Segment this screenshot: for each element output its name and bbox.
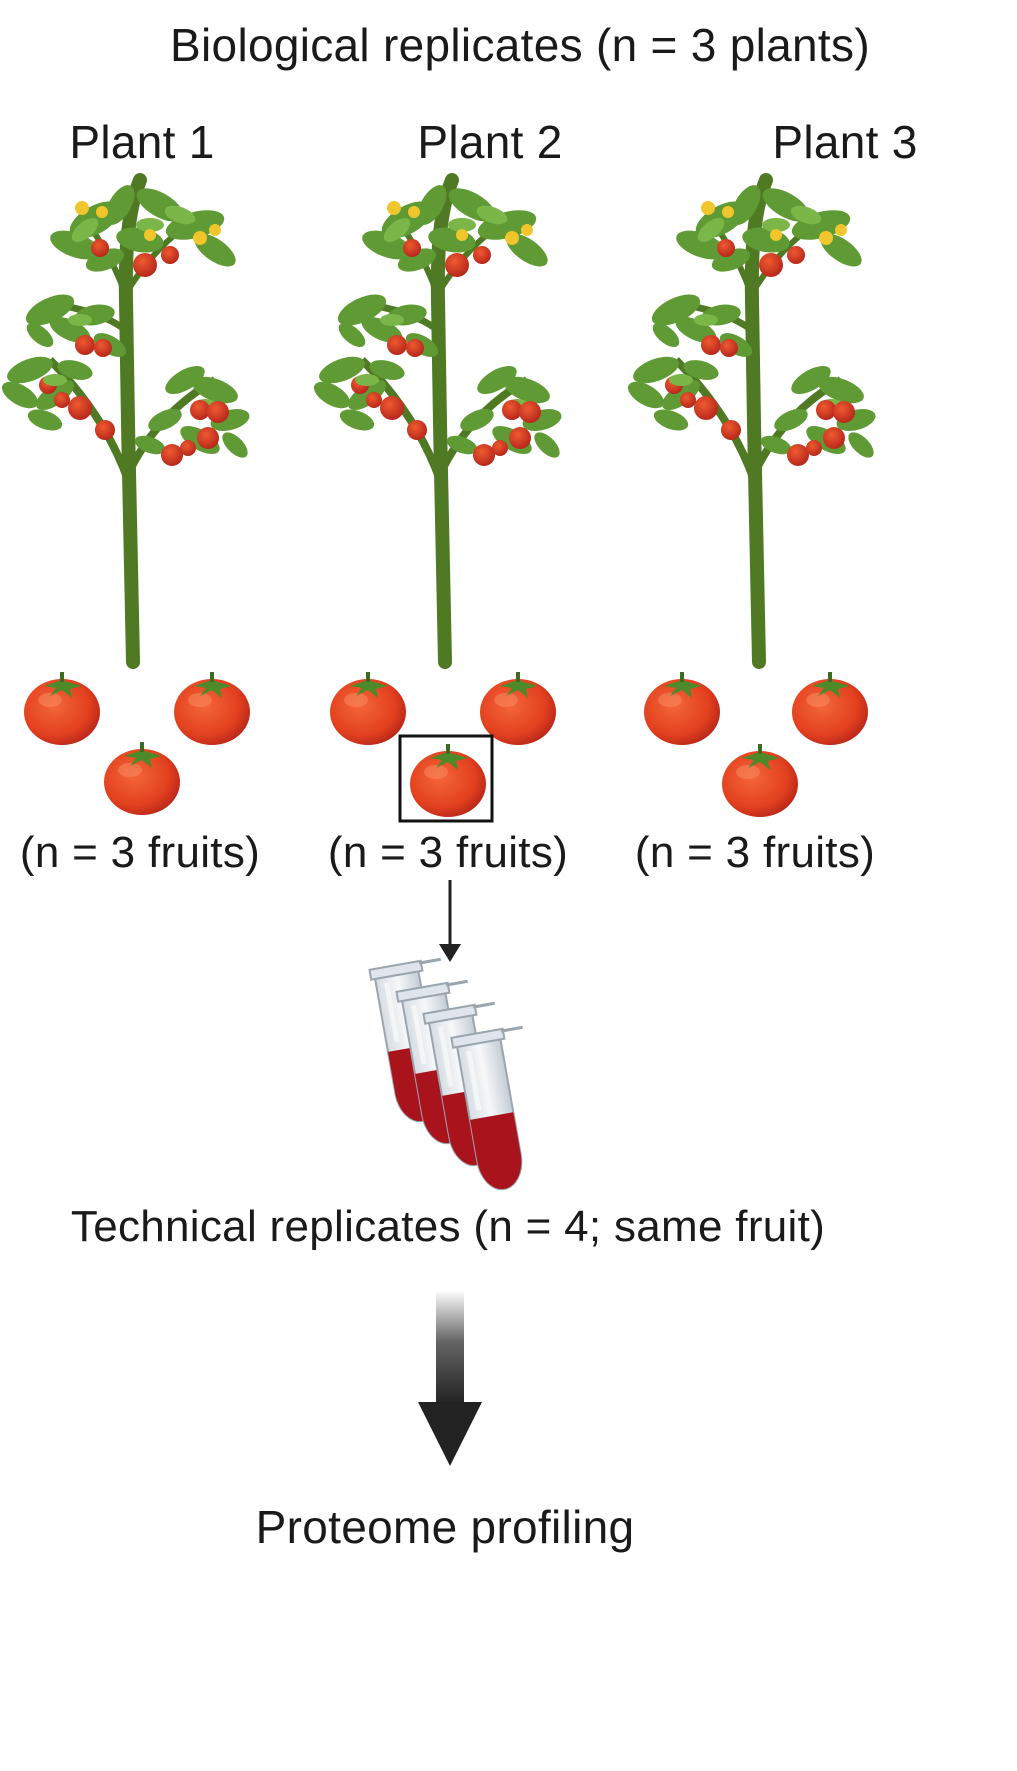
plant-3-fruit (722, 744, 798, 817)
plant-3-fruits-label: (n = 3 fruits) (634, 828, 876, 877)
plant-2-fruit (480, 672, 556, 745)
plant-1-label: Plant 1 (69, 116, 215, 168)
plant-2-fruit (330, 672, 406, 745)
to-profiling-arrow (436, 1290, 464, 1405)
plant-1-fruit (24, 672, 100, 745)
plant-1-fruit (104, 742, 180, 815)
technical-replicates-label: Technical replicates (n = 4; same fruit) (70, 1202, 826, 1251)
plant-3-illustration (624, 180, 878, 662)
plant-2-selected-fruit (410, 744, 486, 817)
plant-2-label: Plant 2 (417, 116, 563, 168)
plant-3-fruit (644, 672, 720, 745)
plant-1-fruits-label: (n = 3 fruits) (19, 828, 261, 877)
to-profiling-arrowhead (418, 1402, 482, 1466)
plant-1-fruit (174, 672, 250, 745)
plant-2-illustration (310, 180, 564, 662)
plant-3-label: Plant 3 (772, 116, 918, 168)
plant-3-fruit (792, 672, 868, 745)
plant-1-illustration (0, 180, 252, 662)
selected-fruit-box (398, 734, 494, 823)
proteome-profiling-label: Proteome profiling (255, 1501, 635, 1553)
fruit-to-tubes-arrowhead (439, 944, 461, 962)
plant-2-fruits-label: (n = 3 fruits) (327, 828, 569, 877)
diagram-title: Biological replicates (n = 3 plants) (170, 19, 870, 71)
